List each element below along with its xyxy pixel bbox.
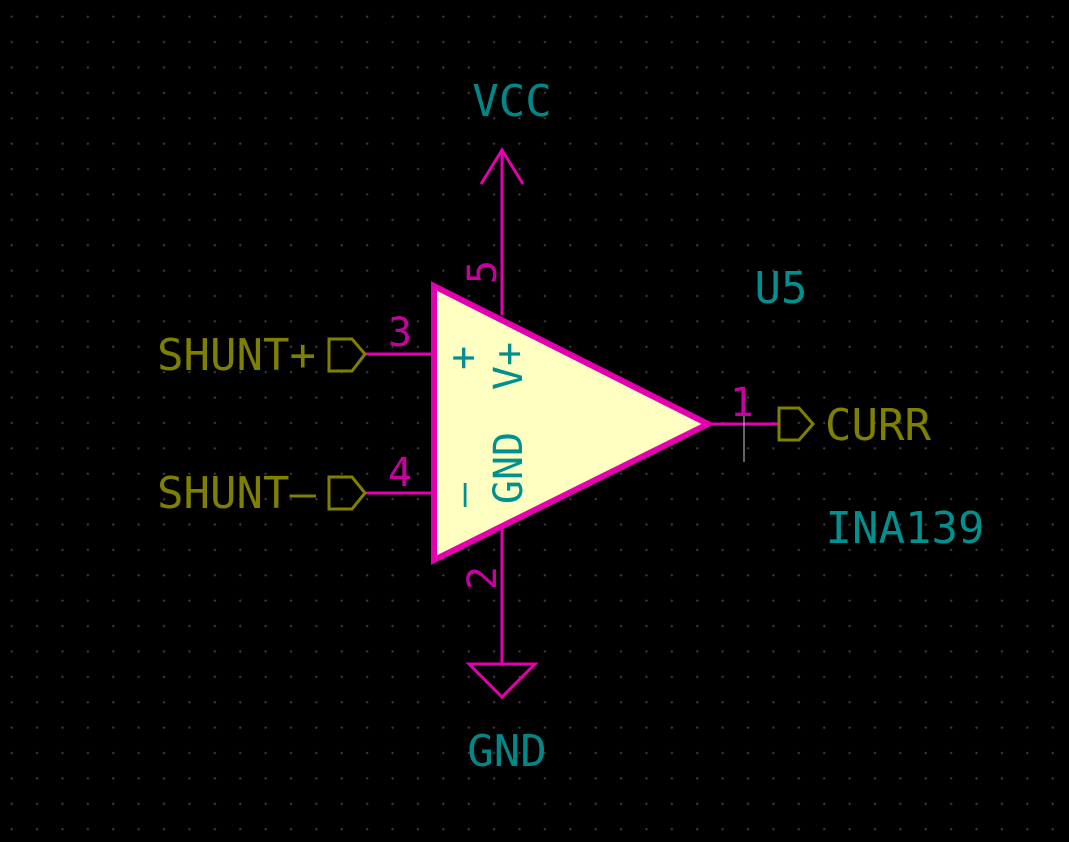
component-reference[interactable]: U5 <box>755 263 808 314</box>
shunt-minus-text: SHUNT– <box>157 468 316 519</box>
hier-output-icon <box>777 406 815 442</box>
pin-5-number: 5 <box>460 260 506 284</box>
hier-input-icon <box>327 475 367 511</box>
shunt-minus-label[interactable]: SHUNT– <box>157 468 367 519</box>
op-amp-body[interactable] <box>431 281 715 565</box>
pin-2-number: 2 <box>460 566 506 590</box>
shunt-plus-label[interactable]: SHUNT+ <box>157 330 367 381</box>
shunt-plus-text: SHUNT+ <box>157 330 316 381</box>
component-value[interactable]: INA139 <box>826 503 985 554</box>
pin-3-number: 3 <box>388 310 412 356</box>
power-arrow-up-icon <box>479 147 525 185</box>
pin-1-number: 1 <box>730 380 754 426</box>
vcc-power-symbol[interactable]: VCC <box>472 76 552 315</box>
vcc-label: VCC <box>472 76 551 127</box>
gnd-label: GND <box>467 726 546 777</box>
pin-4-number: 4 <box>388 450 412 496</box>
power-ground-icon <box>465 662 539 700</box>
pin-2-name: GND <box>486 432 532 504</box>
gnd-power-symbol[interactable]: GND <box>465 530 547 777</box>
pin-3-name: + <box>440 346 486 370</box>
pin-5-name: V+ <box>486 342 532 390</box>
hier-input-icon <box>327 337 367 373</box>
curr-text: CURR <box>825 400 931 451</box>
curr-label[interactable]: CURR <box>777 400 931 451</box>
pin-4-name: – <box>440 482 486 507</box>
